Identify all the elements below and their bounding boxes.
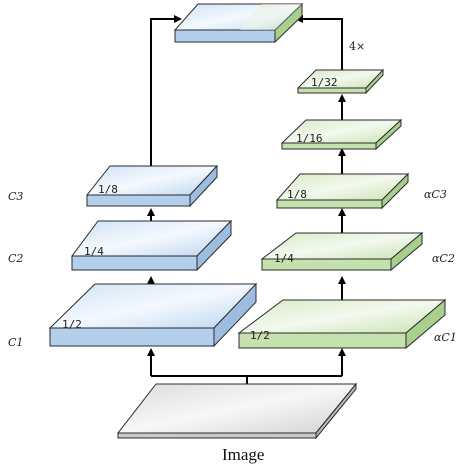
side-label-c3: C3 — [8, 190, 23, 203]
left-slab-c1-scale: 1/2 — [62, 318, 82, 331]
right-slab-c5: 1/32 — [296, 68, 385, 95]
upsample-factor-label: 4× — [349, 40, 365, 53]
left-slab-c2-scale: 1/4 — [84, 245, 104, 258]
side-label-ac1: αC1 — [434, 331, 457, 344]
right-slab-c2-scale: 1/4 — [274, 252, 294, 265]
left-stack: 1/2 1/4 1/8 — [48, 164, 258, 348]
top-output-slab — [173, 2, 304, 44]
right-slab-c4: 1/16 — [280, 118, 403, 151]
left-slab-c3-scale: 1/8 — [98, 183, 118, 196]
right-slab-c5-scale: 1/32 — [311, 76, 338, 89]
side-label-ac2: αC2 — [432, 252, 455, 265]
left-slab-c2: 1/4 — [71, 219, 233, 272]
arrow-right-to-top — [295, 15, 343, 72]
right-slab-c2: 1/4 — [260, 231, 424, 272]
arrow-left-to-top — [150, 15, 182, 178]
right-stack: 1/2 1/4 1/8 1/16 1/32 — [237, 68, 447, 350]
side-label-c2: C2 — [8, 252, 23, 265]
right-slab-c4-scale: 1/16 — [296, 132, 323, 145]
right-slab-c3-scale: 1/8 — [287, 188, 307, 201]
right-slab-c1: 1/2 — [237, 298, 447, 350]
input-image-slab — [116, 382, 358, 440]
right-slab-c1-scale: 1/2 — [250, 329, 270, 342]
image-caption: Image — [222, 445, 264, 464]
left-slab-c1: 1/2 — [48, 282, 258, 348]
right-slab-c3: 1/8 — [275, 172, 410, 210]
side-label-ac3: αC3 — [424, 188, 447, 201]
side-label-c1: C1 — [8, 336, 23, 349]
left-slab-c3: 1/8 — [85, 164, 219, 208]
